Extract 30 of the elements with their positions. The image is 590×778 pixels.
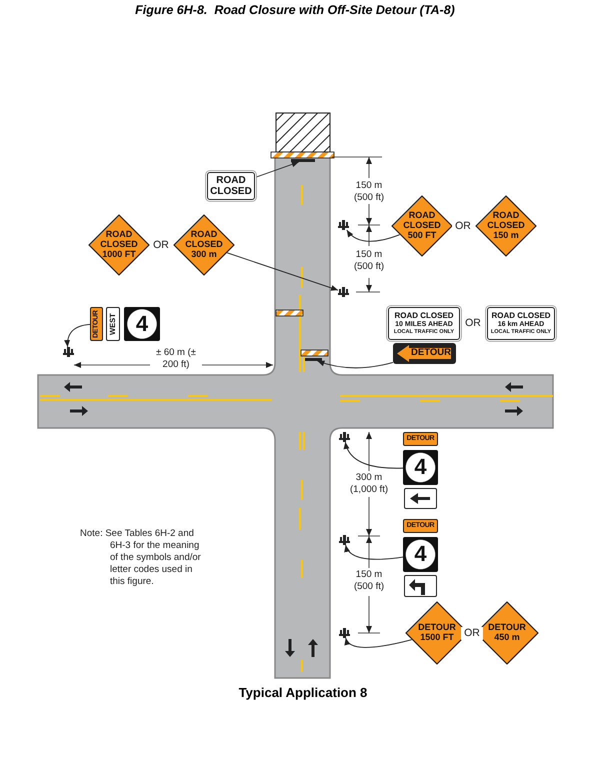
figure-title: Figure 6H-8. Road Closure with Off-Site Detour (TA-8) (134, 3, 456, 17)
or-text: OR (461, 627, 483, 640)
leader-arrow (346, 230, 400, 242)
arrow-sign (404, 575, 437, 597)
leader-arrow (344, 442, 404, 469)
sign-location-mark (305, 358, 322, 361)
leader-arrow (345, 638, 412, 648)
detour-arrow-sign: DETOUR (393, 343, 456, 364)
sign-location-icon (338, 220, 349, 230)
caption: Typical Application 8 (238, 685, 368, 700)
route-marker-sign: 4 (124, 307, 160, 341)
route-marker-sign: 4 (403, 450, 438, 485)
sign-location-mark (291, 159, 315, 162)
warning-sign: ROAD CLOSED 300 m (173, 214, 235, 276)
leader-arrow (64, 324, 90, 348)
warning-sign: ROAD CLOSED 150 m (475, 195, 537, 257)
leader-arrow (226, 252, 338, 291)
leader-arrow (254, 162, 300, 178)
route-marker-sign: 4 (403, 537, 438, 572)
sign-location-icon (339, 628, 350, 638)
arrow-sign (404, 488, 437, 509)
leader-arrow (345, 544, 404, 560)
warning-sign: ROAD CLOSED 1000 FT (88, 214, 150, 276)
sign-location-icon (339, 432, 350, 442)
sign-location-icon (63, 347, 73, 357)
sign-location-icon (338, 287, 349, 297)
regulatory-sign: ROAD CLOSED (207, 172, 255, 200)
warning-sign: ROAD CLOSED 500 FT (391, 195, 453, 257)
sign-location-icon (339, 535, 350, 545)
leader-arrow (317, 360, 394, 368)
